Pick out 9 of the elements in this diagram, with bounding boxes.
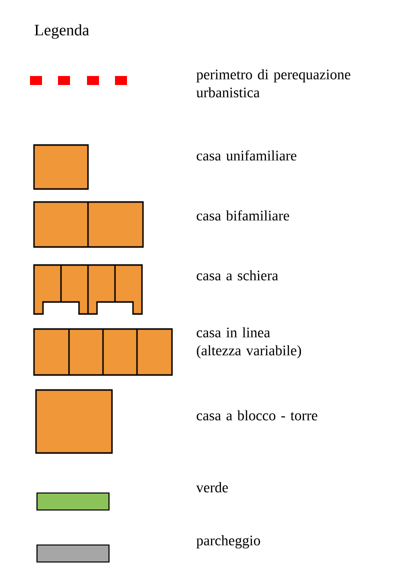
legend-title: Legenda	[34, 24, 90, 39]
legend-label: perimetro di perequazione urbanistica	[196, 69, 350, 98]
legend-label: casa a blocco - torre	[196, 410, 318, 420]
legend-label: casa in linea (altezza variabile)	[196, 327, 302, 358]
legend-label: casa bifamiliare	[196, 210, 290, 221]
legend-label: parcheggio	[196, 535, 260, 548]
legend-label: casa unifamiliare	[196, 150, 296, 161]
legend-label: casa a schiera	[196, 270, 278, 280]
legend-label: verde	[196, 482, 228, 492]
